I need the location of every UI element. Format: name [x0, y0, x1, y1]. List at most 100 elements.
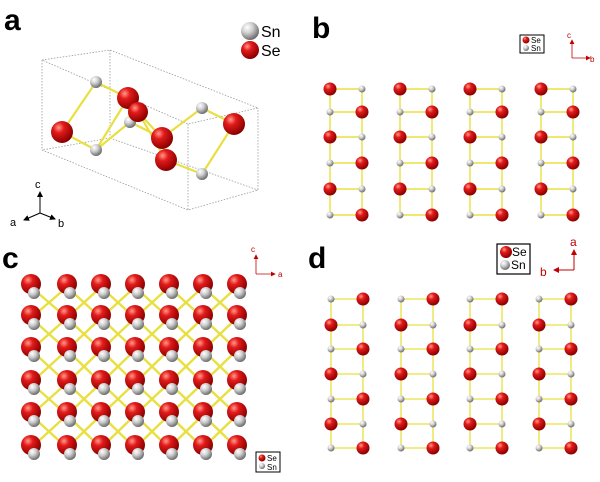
panel-c: c c a Se Sn — [2, 242, 283, 473]
axis-a-label: a — [570, 235, 577, 249]
axis-b-label: b — [58, 218, 64, 230]
sn-atom — [28, 350, 40, 362]
legend-sn-label: Sn — [531, 44, 541, 53]
legend-c: Se Sn — [255, 451, 281, 473]
sn-atom — [98, 383, 110, 395]
axis-a-label: a — [278, 270, 283, 279]
sn-atom — [359, 321, 367, 329]
se-atom — [463, 367, 477, 381]
sn-atom — [359, 420, 367, 428]
se-atom — [463, 182, 477, 196]
se-atom — [323, 130, 337, 144]
axis-c-label: c — [567, 31, 571, 40]
sn-atom — [537, 159, 545, 167]
sn-atom — [132, 448, 144, 460]
sn-atom — [428, 85, 436, 93]
sn-atom — [234, 350, 246, 362]
sn-atom — [64, 287, 76, 299]
sn-atom — [569, 133, 577, 141]
sn-atom — [28, 448, 40, 460]
sn-atom — [200, 287, 212, 299]
se-atom — [564, 441, 578, 455]
sn-atom — [200, 350, 212, 362]
sn-atom — [166, 350, 178, 362]
sn-atom — [567, 321, 575, 329]
sn-atom — [397, 345, 405, 353]
se-atom — [324, 417, 338, 431]
se-atom — [495, 441, 509, 455]
se-atom — [393, 182, 407, 196]
sn-atom — [132, 318, 144, 330]
sn-atom — [569, 185, 577, 193]
sn-atom — [327, 395, 335, 403]
panel-c-label: c — [2, 242, 19, 275]
panel-a-label: a — [4, 4, 21, 37]
sn-atom — [397, 295, 405, 303]
axis-b-label: b — [590, 55, 595, 64]
sn-atom — [234, 415, 246, 427]
sn-atom — [358, 133, 366, 141]
se-atom — [495, 208, 509, 222]
se-atom — [323, 182, 337, 196]
sn-atom — [537, 211, 545, 219]
sn-atom — [466, 395, 474, 403]
sn-atom — [535, 345, 543, 353]
ladder-chains-b — [323, 82, 580, 222]
sn-atom — [358, 185, 366, 193]
legend-sn-label: Sn — [261, 24, 281, 41]
sn-atom — [28, 383, 40, 395]
panel-b: b Se Sn c b — [312, 12, 595, 222]
se-atom — [425, 105, 439, 119]
se-atom — [356, 392, 370, 406]
sn-atom — [535, 295, 543, 303]
se-atom — [426, 441, 440, 455]
legend-sn-label: Sn — [511, 258, 526, 272]
se-atom — [495, 105, 509, 119]
legend-se-label: Se — [512, 245, 527, 259]
axes-d — [553, 249, 577, 273]
sn-atom — [428, 133, 436, 141]
sn-atom — [234, 383, 246, 395]
se-atom — [495, 156, 509, 170]
sn-atom — [327, 444, 335, 452]
axes-a — [23, 191, 56, 221]
sn-atom — [466, 108, 474, 116]
sn-atom — [98, 415, 110, 427]
sn-atom — [200, 383, 212, 395]
sn-atom — [200, 415, 212, 427]
sn-atom — [359, 370, 367, 378]
axes-c — [253, 254, 276, 277]
se-atom — [495, 392, 509, 406]
sn-atom — [535, 444, 543, 452]
sn-atom — [98, 350, 110, 362]
sn-atom — [64, 383, 76, 395]
sn-atom — [200, 448, 212, 460]
se-atom — [534, 130, 548, 144]
se-atom — [564, 392, 578, 406]
se-atom — [566, 208, 580, 222]
se-atom — [463, 130, 477, 144]
se-atom — [463, 417, 477, 431]
legend-se-label: Se — [531, 36, 541, 45]
sn-atom — [166, 383, 178, 395]
se-atom — [356, 441, 370, 455]
se-atom — [426, 342, 440, 356]
sn-atom — [567, 370, 575, 378]
legend-sn-label: Sn — [267, 463, 277, 472]
sn-atom — [466, 295, 474, 303]
unit-cell — [41, 49, 260, 211]
sn-atom — [166, 415, 178, 427]
ladder-chains-d — [324, 292, 578, 455]
sn-atom — [200, 318, 212, 330]
se-atom — [394, 367, 408, 381]
sn-atom — [326, 108, 334, 116]
sn-atom — [98, 448, 110, 460]
sn-atom — [28, 318, 40, 330]
crossed-network-c — [21, 274, 247, 460]
se-atom — [355, 208, 369, 222]
sn-atom — [234, 318, 246, 330]
se-atom — [394, 417, 408, 431]
sn-atom — [64, 415, 76, 427]
se-atom — [355, 105, 369, 119]
